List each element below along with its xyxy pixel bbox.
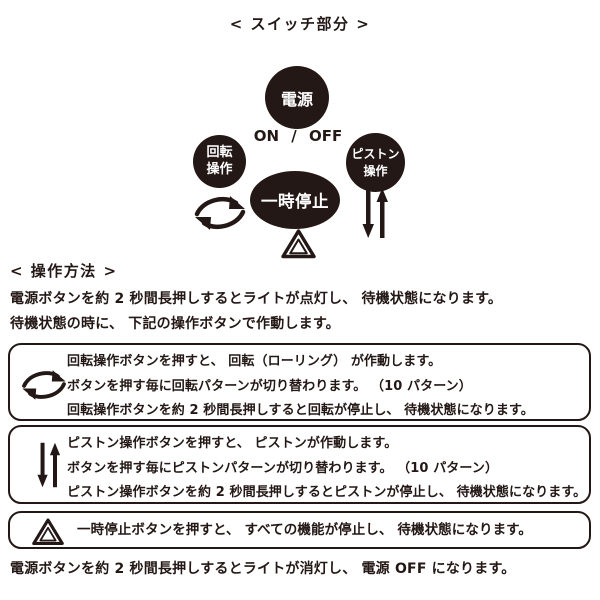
piston-arrows-icon: [37, 440, 61, 490]
pause-instruction-box: 一時停止ボタンを押すと、 すべての機能が停止し、 待機状態になります。: [8, 511, 591, 549]
power-button-label: 電源: [280, 89, 313, 109]
power-off-note: 電源ボタンを約 2 秒間長押しするとライトが消灯し、 電源 OFF になります。: [10, 561, 516, 577]
instruction-line: 一時停止ボタンを押すと、 すべての機能が停止し、 待機状態になります。: [77, 521, 533, 538]
instruction-line: ピストン操作ボタンを約 2 秒間長押しするとピストンが停止し、 待機状態になりま…: [67, 485, 587, 500]
rotate-button-label-line1: 回転: [206, 144, 233, 160]
pause-triangle-icon: [31, 517, 65, 546]
rotation-instruction-box: 回転操作ボタンを押すと、 回転（ローリング） が作動します。 ボタンを押す毎に回…: [8, 343, 591, 421]
operation-heading: < 操作方法 >: [10, 262, 118, 280]
pause-button-label: 一時停止: [261, 192, 329, 211]
on-off-label: ON / OFF: [253, 127, 343, 145]
rotate-button-graphic: 回転 操作: [193, 135, 246, 188]
pause-instruction-lines: 一時停止ボタンを押すと、 すべての機能が停止し、 待機状態になります。: [77, 513, 585, 547]
piston-button-label-line2: 操作: [363, 163, 388, 178]
operation-intro-line1: 電源ボタンを約 2 秒間長押しするとライトが点灯し、 待機状態になります。: [10, 291, 503, 307]
page-title: < スイッチ部分 >: [229, 15, 371, 33]
piston-instruction-box: ピストン操作ボタンを押すと、 ピストンが作動します。 ボタンを押す毎にピストンパ…: [8, 425, 591, 504]
instruction-line: 回転操作ボタンを約 2 秒間長押しすると回転が停止し、 待機状態になります。: [67, 403, 534, 418]
instruction-line: ボタンを押す毎にピストンパターンが切り替わります。 （10 パターン）: [67, 460, 499, 476]
instruction-line: ボタンを押す毎に回転パターンが切り替わります。 （10 パターン）: [67, 378, 472, 394]
instruction-line: ピストン操作ボタンを押すと、 ピストンが作動します。: [67, 436, 398, 451]
power-button-graphic: 電源: [265, 66, 329, 129]
pause-triangle-icon: [280, 228, 317, 259]
rotation-instruction-lines: 回転操作ボタンを押すと、 回転（ローリング） が作動します。 ボタンを押す毎に回…: [67, 350, 585, 424]
instruction-line: 回転操作ボタンを押すと、 回転（ローリング） が作動します。: [67, 354, 442, 369]
rotation-arrows-icon: [18, 367, 70, 403]
rotation-arrows-icon: [190, 193, 250, 233]
piston-button-label-line1: ピストン: [351, 147, 400, 162]
pause-button-graphic: 一時停止: [250, 171, 340, 229]
piston-button-graphic: ピストン 操作: [346, 133, 405, 192]
operation-intro-line2: 待機状態の時に、 下記の操作ボタンで作動します。: [10, 316, 340, 332]
piston-instruction-lines: ピストン操作ボタンを押すと、 ピストンが作動します。 ボタンを押す毎にピストンパ…: [67, 432, 587, 506]
rotate-button-label-line2: 操作: [206, 161, 233, 177]
piston-arrows-icon: [362, 186, 389, 240]
